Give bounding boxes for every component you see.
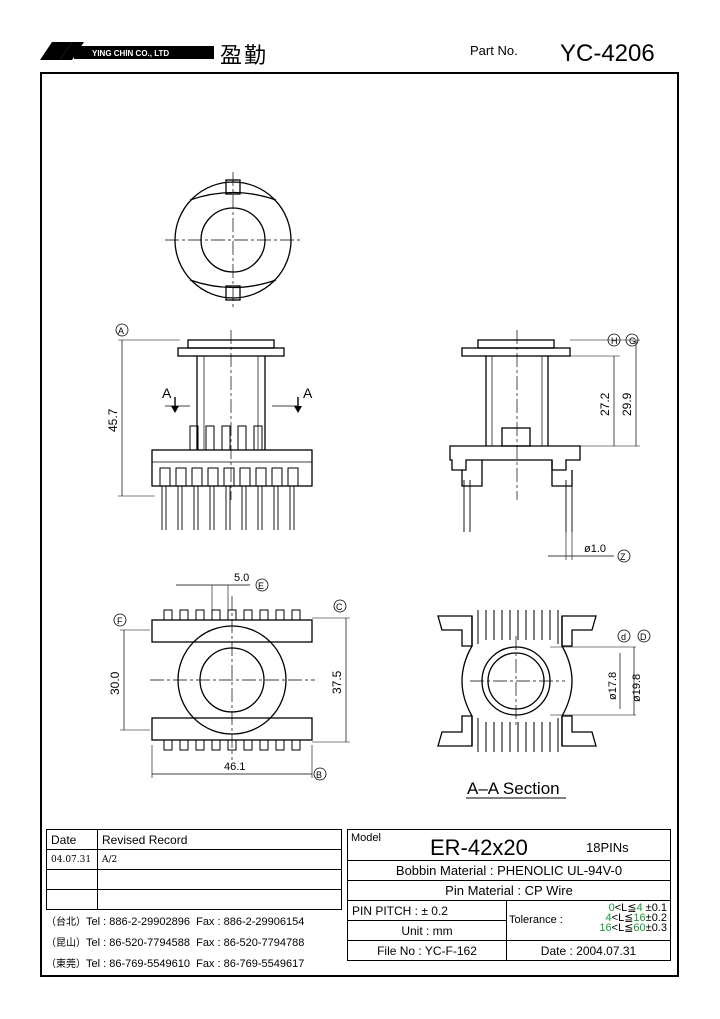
bottom-view <box>120 584 350 778</box>
unit: Unit : mm <box>347 920 507 941</box>
rev-date-3 <box>46 889 98 910</box>
company-name: YING CHIN CO., LTD <box>92 49 169 58</box>
balloon-d-small: d <box>621 632 626 642</box>
front-view <box>118 330 313 530</box>
pin-count: 18PINs <box>586 840 629 855</box>
section-title: A–A Section <box>467 779 560 798</box>
dim-37-5: 37.5 <box>330 670 344 694</box>
top-view <box>165 172 300 308</box>
balloon-d: D <box>640 632 647 642</box>
drawing-frame <box>40 72 679 977</box>
company-logo: YING CHIN CO., LTD <box>38 38 218 64</box>
part-no-label: Part No. <box>470 43 518 58</box>
balloon-f: F <box>117 616 123 626</box>
dim-30-0: 30.0 <box>108 671 122 695</box>
drawing-date: Date : 2004.07.31 <box>506 940 671 961</box>
section-mark-right: A <box>303 385 313 401</box>
contact-taipei: （台北）Tel : 886-2-29902896 Fax : 886-2-299… <box>46 916 305 928</box>
balloon-a: A <box>118 326 124 336</box>
balloon-c: C <box>336 602 343 612</box>
pin-pitch: PIN PITCH : ± 0.2 <box>347 900 507 921</box>
model-label: Model <box>351 832 381 844</box>
dim-pitch-5-0: 5.0 <box>234 572 249 584</box>
file-no: File No : YC-F-162 <box>347 940 507 961</box>
rev-record-1: A/2 <box>97 849 342 870</box>
model-cell: Model ER-42x20 18PINs <box>347 829 671 861</box>
pin-material: Pin Material : CP Wire <box>347 880 671 901</box>
balloon-z: Z <box>620 552 626 562</box>
rev-record-3 <box>97 889 342 910</box>
rev-date-2 <box>46 869 98 890</box>
dim-27-2: 27.2 <box>598 392 612 416</box>
balloon-e: E <box>258 581 264 591</box>
contact-dongguan: （東莞）Tel : 86-769-5549610 Fax : 86-769-55… <box>46 958 305 970</box>
balloon-b: B <box>316 770 322 780</box>
rev-col-date: Date <box>46 829 98 850</box>
side-view <box>449 330 640 560</box>
balloon-h: H <box>611 336 618 346</box>
section-mark-left: A <box>162 385 172 401</box>
company-name-cn: 盈勤 <box>220 44 269 69</box>
dim-dia-19-8: ø19.8 <box>631 674 643 702</box>
dim-29-9: 29.9 <box>620 392 634 416</box>
balloon-g: G <box>629 336 636 346</box>
revision-table: Date Revised Record 04.07.31 A/2 <box>46 829 342 910</box>
rev-col-record: Revised Record <box>97 829 342 850</box>
part-number: YC-4206 <box>560 40 655 67</box>
dim-46-1: 46.1 <box>224 761 245 773</box>
dim-pin-diameter: ø1.0 <box>584 543 606 555</box>
dim-height-45-7: 45.7 <box>106 408 120 432</box>
section-view <box>437 610 636 799</box>
model-value: ER-42x20 <box>430 835 528 860</box>
contact-kunshan: （昆山）Tel : 86-520-7794588 Fax : 86-520-77… <box>46 937 305 949</box>
spec-table: Model ER-42x20 18PINs Bobbin Material : … <box>347 829 671 961</box>
tolerance-cell: Tolerance : 0<L≦4 ±0.1 4<L≦16±0.2 16<L≦6… <box>506 900 671 941</box>
rev-record-2 <box>97 869 342 890</box>
rev-date-1: 04.07.31 <box>46 849 98 870</box>
dim-dia-17-8: ø17.8 <box>607 672 619 700</box>
bobbin-material: Bobbin Material : PHENOLIC UL-94V-0 <box>347 860 671 881</box>
